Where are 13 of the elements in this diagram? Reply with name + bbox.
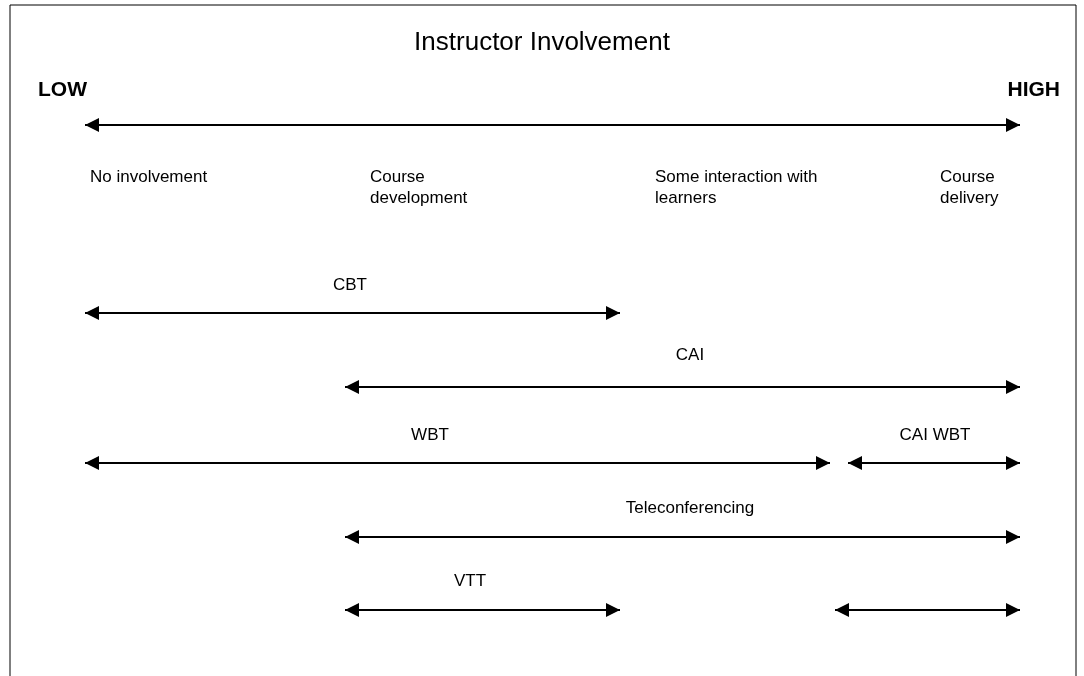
range-label: WBT [410,424,450,445]
range-label: CAI [674,344,706,365]
scale-label: Course delivery [940,166,1000,208]
diagram-title: Instructor Involvement [413,26,671,56]
scale-end-label: HIGH [1006,78,1060,99]
range-label: CAI WBT [898,424,972,445]
scale-label: Some interaction with learners [655,166,819,208]
range-label: VTT [452,570,488,591]
scale-label: Course development [370,166,469,208]
range-label: Teleconferencing [624,497,756,518]
scale-label: No involvement [90,166,209,187]
range-label: CBT [332,274,368,295]
scale-end-label: LOW [38,78,88,99]
